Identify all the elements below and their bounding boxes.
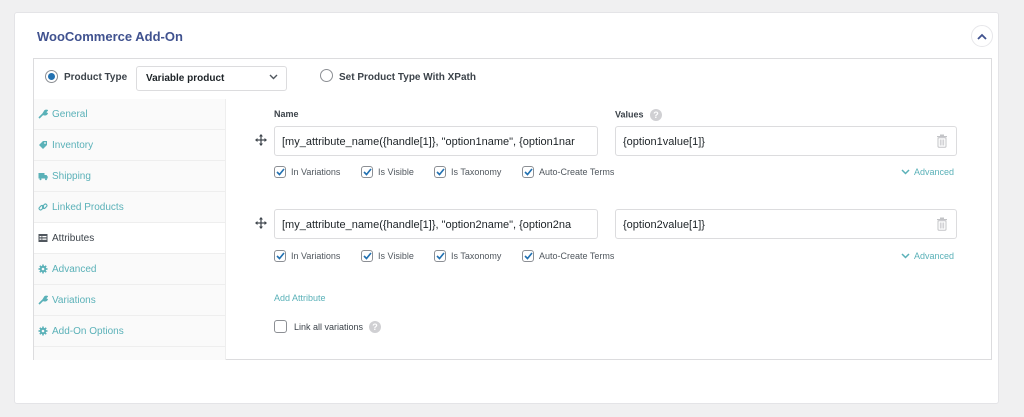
collapse-button[interactable] — [971, 25, 993, 47]
link-icon — [38, 202, 48, 212]
sidebar-item-add-on-options[interactable]: Add-On Options — [34, 316, 225, 347]
in-variations-checkbox[interactable] — [274, 166, 286, 178]
attribute-options-row: In Variations Is Visible Is Taxonomy Aut… — [274, 250, 614, 262]
product-type-select[interactable]: Variable product — [136, 66, 287, 91]
sidebar-item-inventory[interactable]: Inventory — [34, 130, 225, 161]
advanced-label: Advanced — [914, 167, 955, 177]
wrench-icon — [38, 295, 48, 305]
is-visible-checkbox[interactable] — [361, 250, 373, 262]
sidebar-item-label: Inventory — [52, 139, 94, 151]
checkmark-icon — [362, 252, 372, 260]
is-visible-option: Is Visible — [361, 166, 434, 178]
attribute-name-input[interactable]: [my_attribute_name({handle[1]}, "option1… — [274, 126, 598, 156]
product-data-panel: Product Type Variable product Set Produc… — [33, 58, 992, 360]
attribute-options-row: In Variations Is Visible Is Taxonomy Aut… — [274, 166, 614, 178]
tag-icon — [38, 140, 48, 150]
chevron-down-icon — [269, 74, 278, 80]
checkmark-icon — [275, 168, 285, 176]
checkmark-icon — [275, 252, 285, 260]
table-icon — [38, 233, 48, 243]
trash-icon[interactable] — [936, 134, 948, 148]
card-title: WooCommerce Add-On — [37, 29, 183, 44]
sidebar-item-label: Linked Products — [52, 201, 124, 213]
checkbox-label: Is Visible — [378, 251, 414, 261]
link-all-variations-option: Link all variations ? — [274, 320, 382, 333]
checkbox-label: Is Visible — [378, 167, 414, 177]
checkmark-icon — [523, 252, 533, 260]
attribute-values-text: {option2value[1]} — [623, 219, 705, 231]
attribute-values-text: {option1value[1]} — [623, 136, 705, 148]
link-all-variations-label: Link all variations — [294, 321, 364, 332]
checkmark-icon — [523, 168, 533, 176]
sidebar-item-label: Shipping — [52, 170, 91, 182]
checkbox-label: Is Taxonomy — [451, 167, 502, 177]
drag-handle-icon[interactable] — [255, 217, 267, 229]
drag-handle-icon[interactable] — [255, 134, 267, 146]
xpath-label: Set Product Type With XPath — [339, 72, 476, 83]
product-data-tabs: General Inventory Shipping Linked Produc… — [34, 99, 226, 360]
checkbox-label: Auto-Create Terms — [539, 251, 615, 261]
product-type-radio[interactable] — [45, 70, 58, 83]
is-taxonomy-option: Is Taxonomy — [434, 166, 522, 178]
checkmark-icon — [362, 168, 372, 176]
is-visible-option: Is Visible — [361, 250, 434, 262]
advanced-toggle[interactable]: Advanced — [901, 167, 954, 177]
chevron-down-icon — [901, 169, 910, 175]
xpath-radio[interactable] — [320, 69, 333, 82]
in-variations-option: In Variations — [274, 166, 361, 178]
is-visible-checkbox[interactable] — [361, 166, 373, 178]
checkmark-icon — [435, 168, 445, 176]
product-type-row: Product Type Variable product Set Produc… — [34, 59, 991, 99]
help-icon[interactable]: ? — [650, 109, 663, 121]
sidebar-item-variations[interactable]: Variations — [34, 285, 225, 316]
checkmark-icon — [435, 252, 445, 260]
gear-icon — [38, 264, 48, 274]
chevron-down-icon — [901, 253, 910, 259]
attribute-name-input[interactable]: [my_attribute_name({handle[1]}, "option2… — [274, 209, 598, 239]
product-type-select-value: Variable product — [146, 73, 225, 84]
sidebar-item-linked-products[interactable]: Linked Products — [34, 192, 225, 223]
values-header-label: Values — [615, 109, 644, 120]
wrench-icon — [38, 109, 48, 119]
auto-create-terms-option: Auto-Create Terms — [522, 250, 614, 262]
advanced-toggle[interactable]: Advanced — [901, 251, 954, 261]
checkbox-label: In Variations — [291, 167, 341, 177]
truck-icon — [38, 171, 48, 181]
values-column-header: Values ? — [615, 109, 663, 121]
sidebar-item-shipping[interactable]: Shipping — [34, 161, 225, 192]
sidebar-item-label: General — [52, 108, 88, 120]
sidebar-item-advanced[interactable]: Advanced — [34, 254, 225, 285]
is-taxonomy-checkbox[interactable] — [434, 250, 446, 262]
checkbox-label: Is Taxonomy — [451, 251, 502, 261]
auto-create-terms-checkbox[interactable] — [522, 166, 534, 178]
add-attribute-link[interactable]: Add Attribute — [274, 293, 326, 303]
trash-icon[interactable] — [936, 217, 948, 231]
checkbox-label: In Variations — [291, 251, 341, 261]
sidebar-item-label: Variations — [52, 294, 96, 306]
chevron-up-icon — [977, 33, 987, 40]
sidebar-item-label: Add-On Options — [52, 325, 124, 337]
sidebar-item-label: Attributes — [52, 232, 95, 244]
auto-create-terms-checkbox[interactable] — [522, 250, 534, 262]
in-variations-option: In Variations — [274, 250, 361, 262]
sidebar-item-attributes[interactable]: Attributes — [34, 223, 225, 254]
sidebar-item-label: Advanced — [52, 263, 97, 275]
auto-create-terms-option: Auto-Create Terms — [522, 166, 614, 178]
product-type-label: Product Type — [64, 72, 128, 83]
attributes-content: Name Values ? [my_attribute_name({handle… — [226, 99, 991, 359]
advanced-label: Advanced — [914, 251, 955, 261]
attribute-values-input[interactable]: {option2value[1]} — [615, 209, 957, 239]
link-all-variations-checkbox[interactable] — [274, 320, 287, 333]
is-taxonomy-checkbox[interactable] — [434, 166, 446, 178]
sidebar-item-general[interactable]: General — [34, 99, 225, 130]
attribute-values-input[interactable]: {option1value[1]} — [615, 126, 957, 156]
checkbox-label: Auto-Create Terms — [539, 167, 615, 177]
help-icon[interactable]: ? — [369, 320, 382, 333]
in-variations-checkbox[interactable] — [274, 250, 286, 262]
is-taxonomy-option: Is Taxonomy — [434, 250, 522, 262]
name-column-header: Name — [274, 109, 299, 119]
gear-icon — [38, 326, 48, 336]
